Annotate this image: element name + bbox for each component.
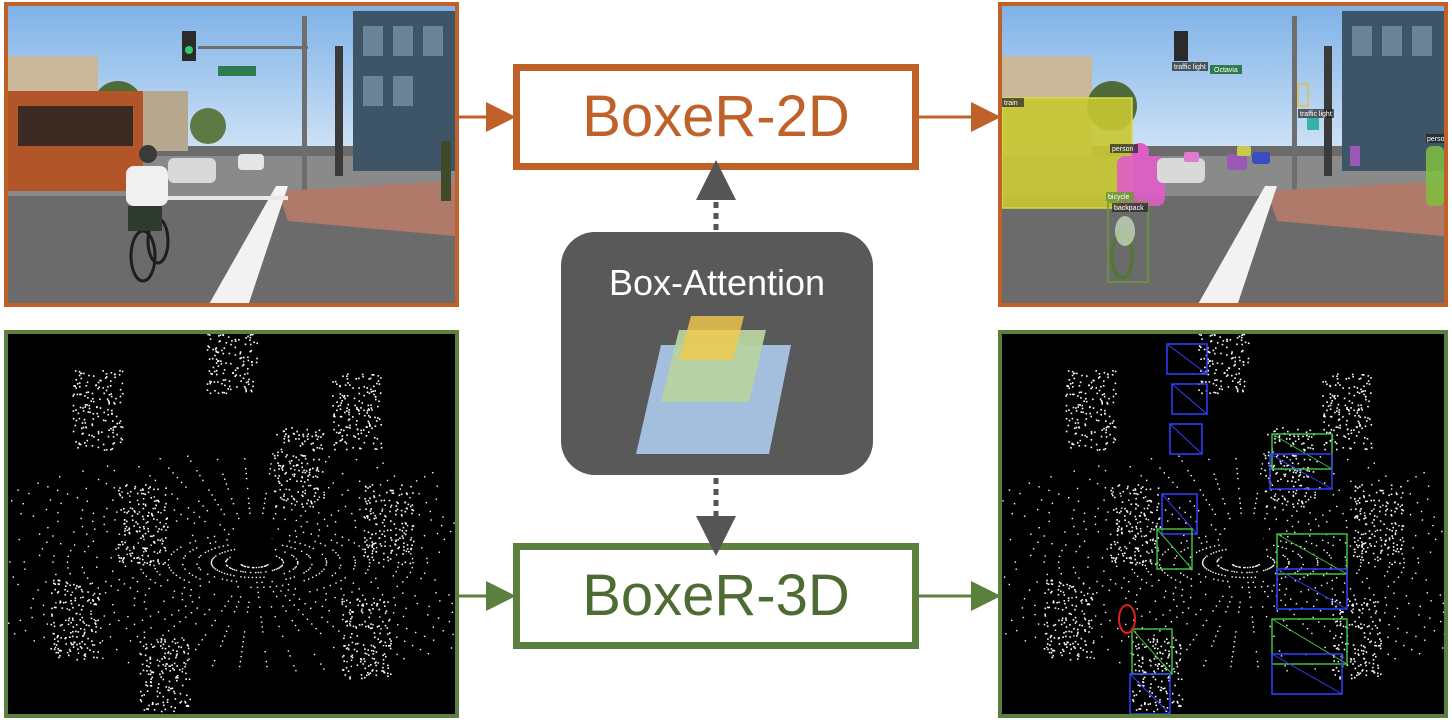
detection-box-3d (1166, 343, 1208, 375)
detection-box-3d (1269, 453, 1333, 490)
detection-box-3d-diagonal (1271, 653, 1343, 695)
label-person-2: person (1427, 136, 1444, 143)
output-3d-detections (998, 330, 1448, 718)
label-person: person (1112, 146, 1134, 153)
box-attention-card: Box-Attention (561, 232, 873, 475)
detection-box-3d-diagonal (1156, 528, 1193, 570)
label-street-sign: Octavia (1214, 67, 1238, 74)
attention-boxes-icon (636, 316, 791, 454)
detection-box-3d (1156, 528, 1193, 570)
detection-box-3d (1161, 493, 1198, 535)
input-point-cloud (4, 330, 459, 718)
detection-labels: traffic light Octavia person bicycle bac… (1002, 62, 1444, 212)
output-2d-detections: traffic light Octavia person bicycle bac… (998, 2, 1448, 307)
detection-box-3d (1276, 568, 1348, 610)
label-bicycle: bicycle (1108, 194, 1130, 201)
input-street-image (4, 2, 459, 307)
boxer-2d-label: BoxeR-2D (582, 84, 850, 149)
detection-box-3d (1129, 673, 1171, 714)
detection-box-3d-diagonal (1271, 618, 1348, 665)
detection-box-3d-diagonal (1131, 628, 1173, 675)
detection-box-3d-diagonal (1166, 343, 1208, 375)
boxer-2d-box: BoxeR-2D (513, 64, 919, 170)
label-backpack: backpack (1114, 205, 1144, 212)
detection-box-3d-diagonal (1276, 568, 1348, 610)
detection-box-3d-diagonal (1269, 453, 1333, 490)
detection-box-3d (1271, 433, 1333, 470)
pedestrian-marker (1118, 604, 1136, 634)
detection-box-3d-diagonal (1271, 433, 1333, 470)
box-attention-title: Box-Attention (608, 262, 826, 303)
detection-box-3d-diagonal (1169, 423, 1203, 455)
detection-scene: traffic light Octavia person bicycle bac… (1002, 6, 1444, 303)
boxer-3d-label: BoxeR-3D (582, 563, 850, 628)
detection-box-3d-diagonal (1129, 673, 1171, 714)
lidar-detections (1002, 334, 1444, 714)
street-scene (8, 6, 455, 303)
label-train: train (1004, 100, 1018, 107)
label-traffic-light: traffic light (1174, 64, 1206, 71)
detection-box-3d-diagonal (1171, 383, 1208, 415)
detection-box-3d (1169, 423, 1203, 455)
detection-box-3d-diagonal (1276, 533, 1348, 575)
detection-box-3d (1171, 383, 1208, 415)
lidar-point-cloud (8, 334, 455, 714)
detection-box-3d (1271, 653, 1343, 695)
detection-box-3d-diagonal (1161, 493, 1198, 535)
detection-box-3d (1271, 618, 1348, 665)
detection-box-3d (1276, 533, 1348, 575)
label-traffic-light-2: traffic light (1300, 111, 1332, 118)
